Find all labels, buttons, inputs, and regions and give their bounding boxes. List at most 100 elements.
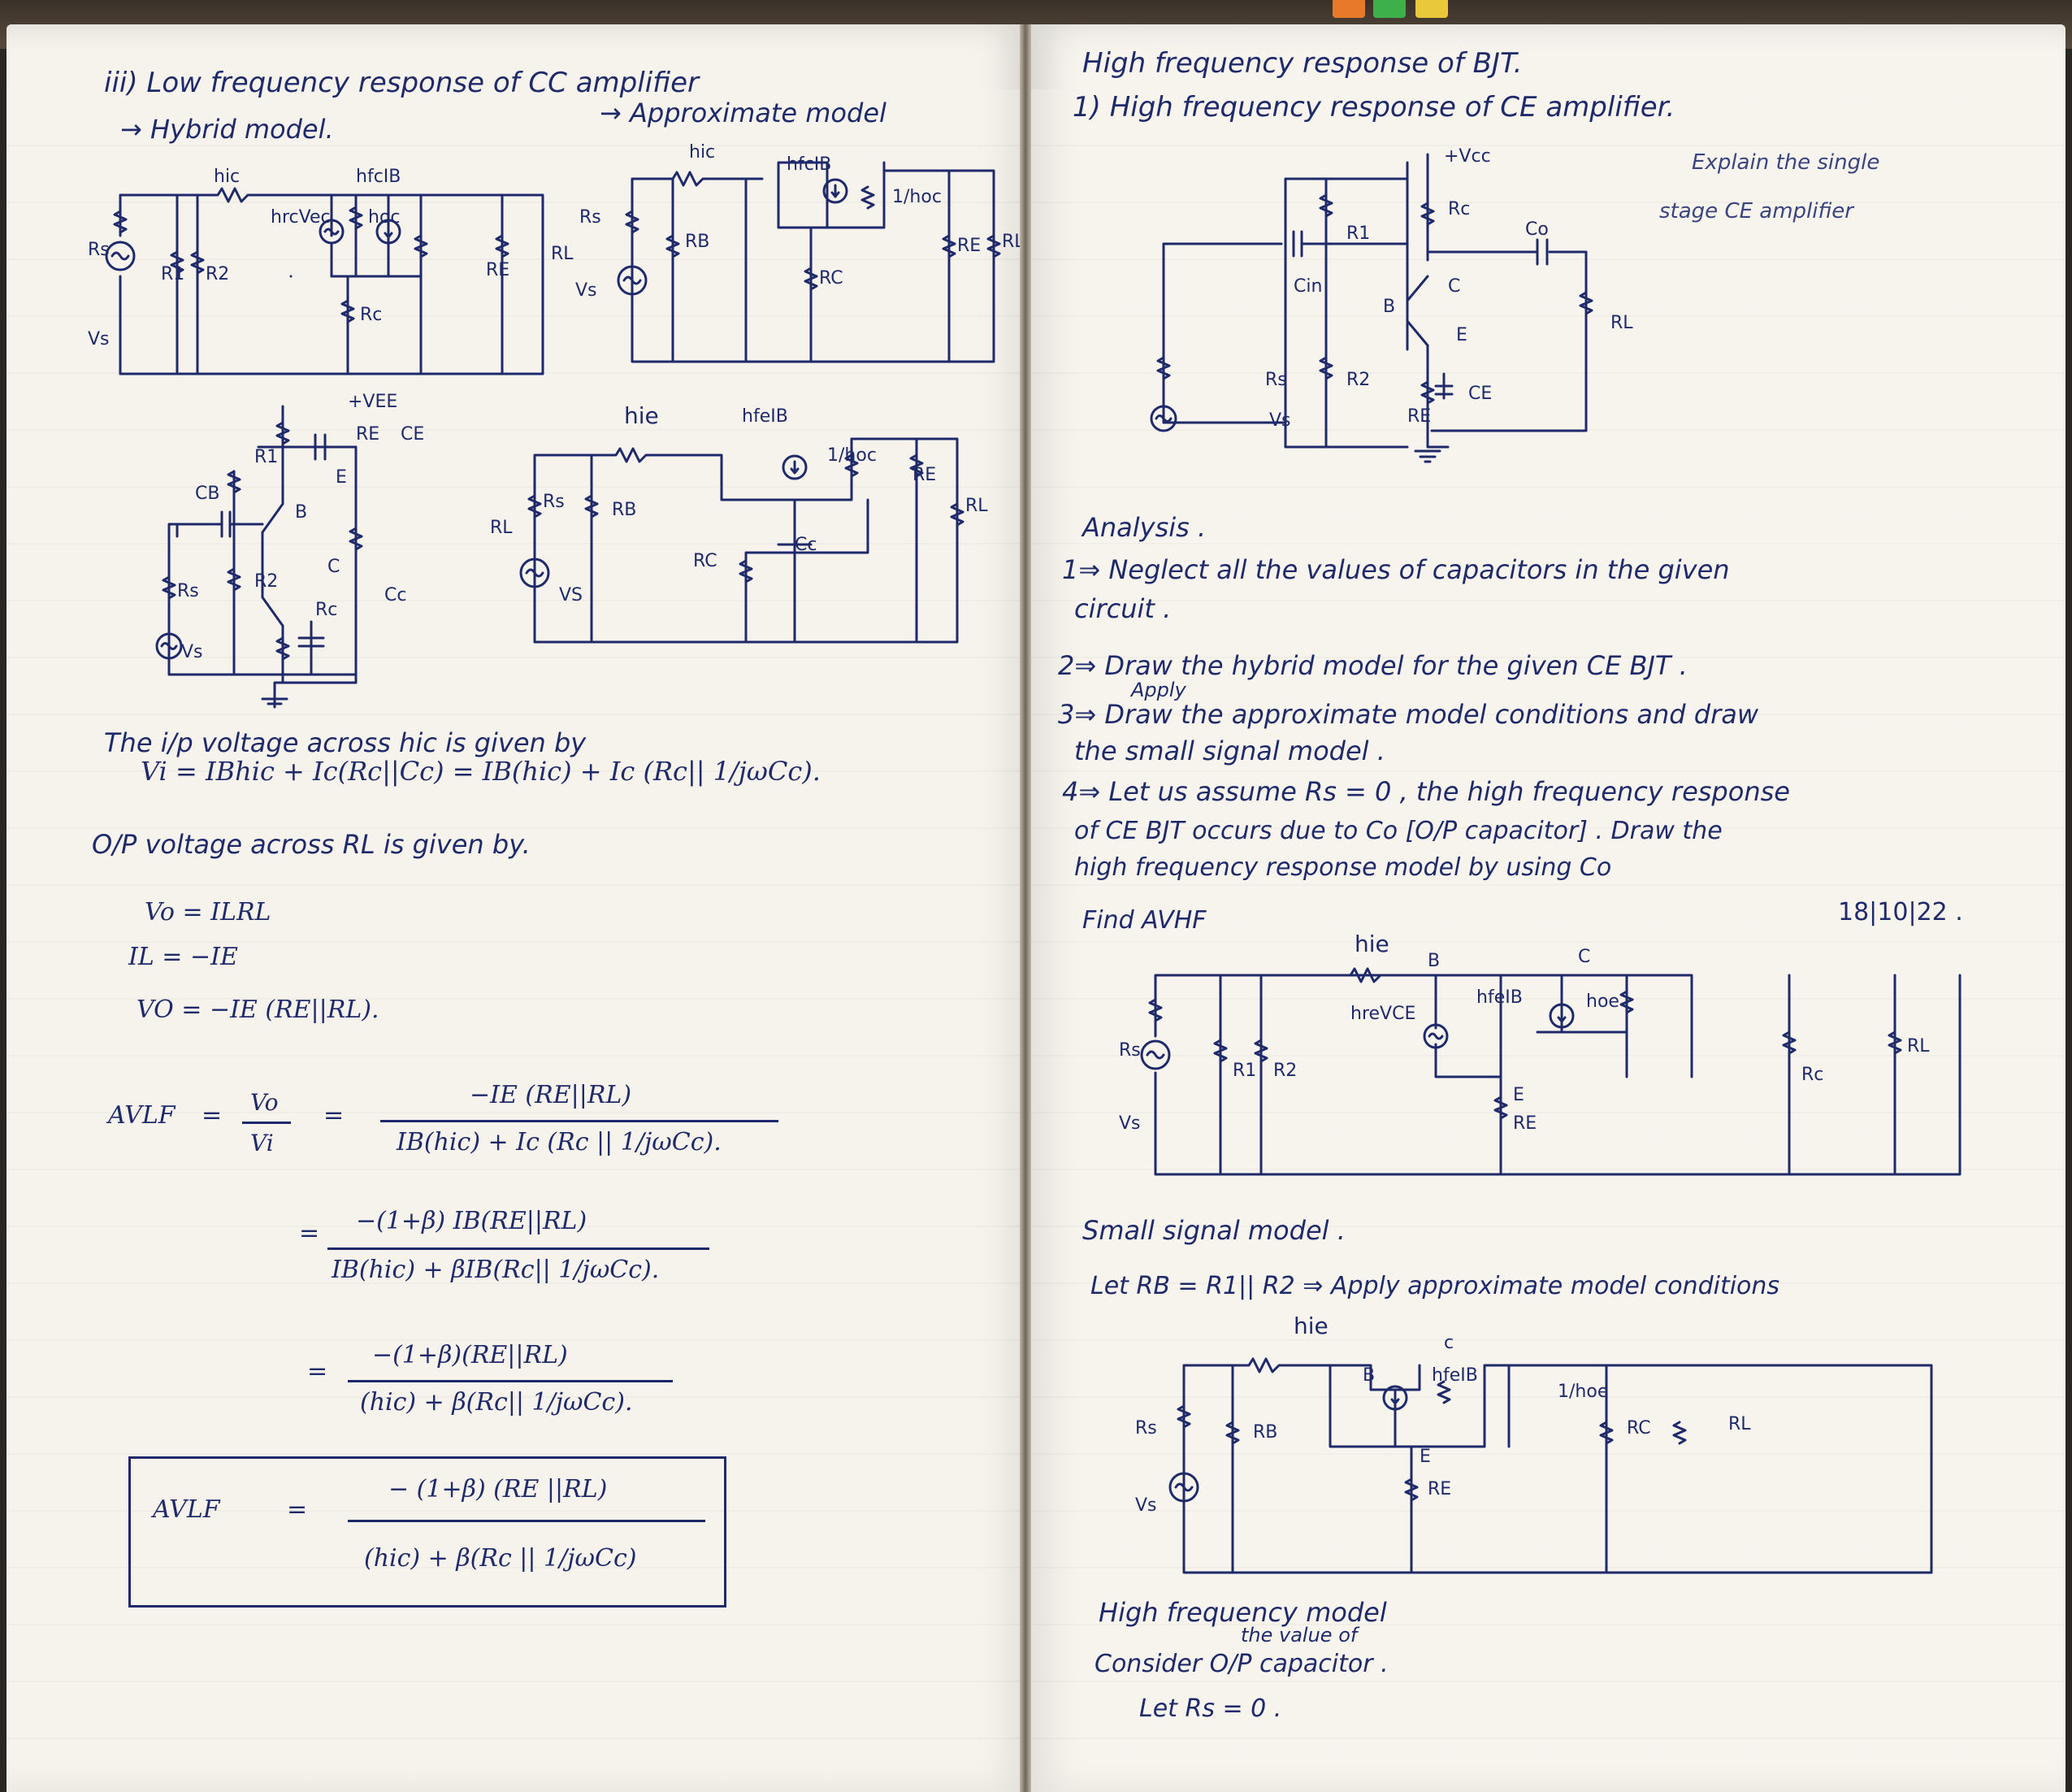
lf-hie-label: hie	[624, 402, 659, 429]
ce-vcc-label: +Vcc	[1444, 146, 1491, 167]
approx-model-circuit	[617, 161, 1001, 363]
hybrid-r1-label: R1	[161, 264, 185, 284]
analysis-step-2: 2⇒ Draw the hybrid model for the given C…	[1058, 650, 1688, 681]
ce-rs-label: Rs	[1265, 370, 1287, 390]
ss-re-label: RE	[1428, 1479, 1452, 1499]
analysis-step-3: 3⇒ Draw the approximate model conditions…	[1058, 699, 1758, 730]
ce-vs-label: Vs	[1269, 410, 1291, 431]
ce-amplifier-circuit	[1150, 153, 1593, 463]
lf-small-signal-circuit	[519, 437, 964, 644]
hybrid-rs-label: Rs	[88, 240, 110, 260]
approx-model-heading: → Approximate model	[600, 98, 886, 128]
right-title: High frequency response of BJT.	[1082, 47, 1523, 80]
hybrid-rl-label: RL	[551, 244, 574, 264]
hf-model-consider: Consider O/P capacitor .	[1095, 1650, 1389, 1678]
analysis-step-5: Find AVHF	[1082, 906, 1207, 935]
vo-equation-1: Vo = ILRL	[145, 898, 271, 926]
ss-c-label: c	[1444, 1333, 1454, 1353]
cc-b-label: B	[295, 502, 308, 523]
approx-vs-label: Vs	[575, 280, 597, 301]
hf-re-label: RE	[1513, 1113, 1537, 1134]
page-gutter	[1020, 24, 1031, 1792]
sticky-note-orange	[1333, 0, 1365, 18]
lf-inv-hoc-label: 1/hoc	[827, 445, 877, 466]
ce-r2-label: R2	[1346, 370, 1371, 390]
approx-rs-label: Rs	[579, 207, 601, 228]
eq1-denominator: IB(hic) + Ic (Rc || 1/jωCc).	[397, 1128, 722, 1156]
date-label: 18|10|22 .	[1838, 898, 1963, 926]
ce-e-label: E	[1456, 325, 1467, 345]
ss-rb-label: RB	[1253, 1422, 1278, 1443]
ce-rl-label: RL	[1610, 313, 1633, 333]
output-voltage-text: O/P voltage across RL is given by.	[92, 829, 531, 860]
cc-ce-label: CE	[401, 424, 425, 445]
analysis-step-1: 1⇒ Neglect all the values of capacitors …	[1062, 554, 1730, 585]
lf-rs-label: Rs	[543, 492, 565, 512]
eq1-lhs-bar	[242, 1122, 291, 1124]
ss-rc-label: RC	[1627, 1418, 1651, 1438]
eq1-equals-a: =	[202, 1101, 223, 1130]
eq3-equals: =	[307, 1357, 328, 1386]
ce-c-label: C	[1448, 276, 1461, 297]
small-signal-circuit	[1168, 1357, 1933, 1574]
cc-r2-label: R2	[254, 571, 279, 592]
hybrid-hrcvec-label: hrcVec	[271, 207, 331, 228]
cc-r1-label: R1	[254, 447, 279, 467]
hybrid-hoc-label: hoc	[368, 207, 401, 228]
hf-e-label: E	[1513, 1085, 1524, 1105]
hf-r2-label: R2	[1273, 1061, 1298, 1081]
ce-b-label: B	[1383, 297, 1396, 317]
boxed-numerator: − (1+β) (RE ||RL)	[388, 1475, 608, 1503]
eq1-lhs-numerator: Vo	[250, 1089, 279, 1116]
cc-vee-label: +VEE	[348, 392, 398, 412]
lf-rb-label: RB	[612, 500, 637, 520]
avlf-label: AVLF	[108, 1101, 176, 1130]
analysis-step-4c: high frequency response model by using C…	[1074, 853, 1612, 882]
cc-vs-label: Vs	[181, 642, 203, 662]
hf-hie-label: hie	[1355, 931, 1389, 957]
ss-b-label: B	[1363, 1365, 1376, 1386]
analysis-step-4b: of CE BJT occurs due to Co [O/P capacito…	[1074, 817, 1723, 845]
approx-inv-hoc-label: 1/hoc	[892, 187, 942, 207]
approx-rb-label: RB	[685, 232, 710, 252]
hybrid-vs-label: Vs	[88, 329, 110, 349]
eq2-numerator: −(1+β) IB(RE||RL)	[356, 1207, 587, 1235]
note-line-2: stage CE amplifier	[1659, 199, 1853, 223]
hybrid-hfcib-label: hfcIB	[356, 167, 401, 187]
hf-r1-label: R1	[1233, 1061, 1257, 1081]
boxed-fraction-bar	[348, 1520, 705, 1522]
cc-c-label: C	[327, 557, 340, 577]
boxed-denominator: (hic) + β(Rc || 1/jωCc)	[364, 1544, 637, 1573]
cc-rc-label: Rc	[315, 600, 338, 620]
eq1-numerator: −IE (RE||RL)	[470, 1081, 632, 1109]
hf-rl-label: RL	[1907, 1036, 1930, 1057]
ce-r1-label: R1	[1346, 223, 1371, 244]
right-subtitle: 1) High frequency response of CE amplifi…	[1073, 91, 1675, 124]
eq2-denominator: IB(hic) + βIB(Rc|| 1/jωCc).	[332, 1256, 660, 1284]
lf-rc-label: RC	[693, 551, 717, 571]
il-equation: IL = −IE	[128, 943, 238, 971]
eq1-fraction-bar	[380, 1120, 778, 1122]
ss-hfeib-label: hfeIB	[1432, 1365, 1478, 1386]
ss-rs-label: Rs	[1135, 1418, 1157, 1438]
ce-cin-label: Cin	[1294, 276, 1323, 297]
ce-ce-label: CE	[1468, 384, 1493, 404]
hf-model-heading: High frequency model	[1099, 1597, 1387, 1628]
ss-e-label: E	[1420, 1447, 1431, 1467]
hf-model-insert: the value of	[1241, 1624, 1358, 1647]
hf-hybrid-model-circuit	[1140, 967, 1961, 1176]
boxed-avlf-label: AVLF	[153, 1495, 220, 1524]
ss-hie-label: hie	[1294, 1313, 1329, 1339]
cc-e-label: E	[336, 467, 347, 488]
hybrid-rc-label: Rc	[360, 305, 383, 325]
ce-rc-label: Rc	[1448, 199, 1471, 219]
lf-rl-label: RL	[965, 496, 988, 516]
eq2-fraction-bar	[327, 1247, 709, 1250]
cc-cc-label: Cc	[384, 585, 407, 605]
cc-rl-label: RL	[490, 518, 513, 538]
lf-hfeib-label: hfeIB	[742, 406, 788, 427]
eq2-equals: =	[299, 1219, 320, 1247]
hybrid-re-label: RE	[486, 260, 510, 280]
analysis-step-1b: circuit .	[1074, 593, 1172, 624]
ce-co-label: Co	[1525, 219, 1549, 240]
